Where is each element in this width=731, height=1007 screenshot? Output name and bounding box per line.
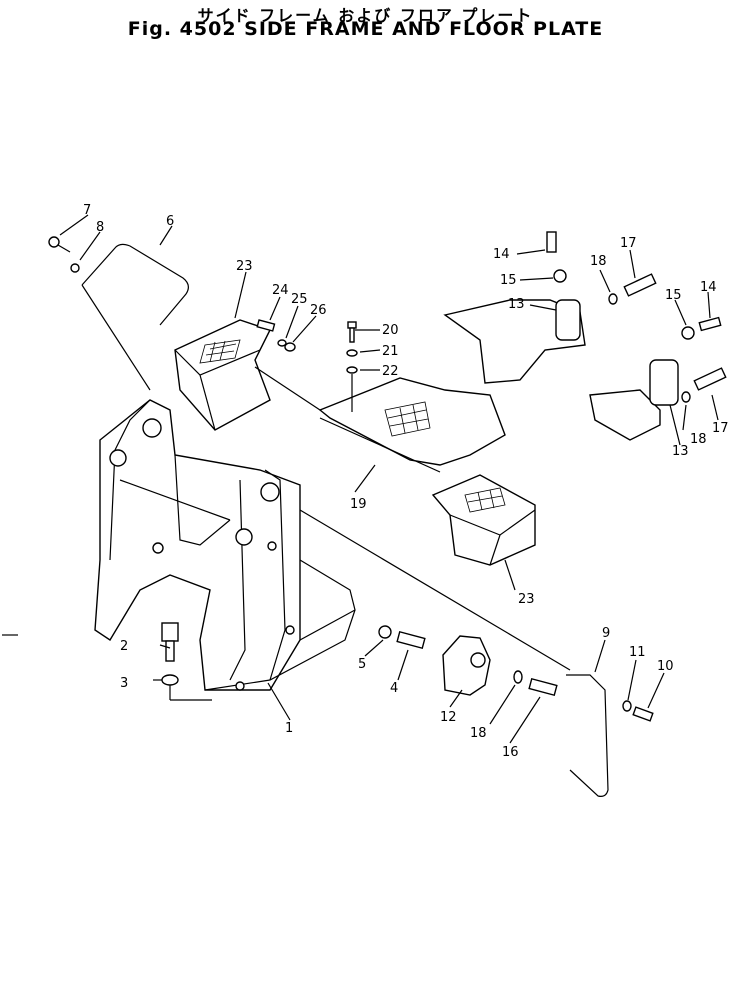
title-japanese: サイド フレーム および フロア プレート xyxy=(197,6,534,25)
part-bracket-13-lower xyxy=(589,359,679,441)
part-bolt-17-lower xyxy=(693,367,727,391)
label-18-middle: 18 xyxy=(470,726,487,741)
label-16: 16 xyxy=(502,745,519,760)
part-bolt-14-lower xyxy=(698,316,722,332)
label-26: 26 xyxy=(310,303,327,318)
label-20: 20 xyxy=(382,323,399,338)
label-25: 25 xyxy=(291,292,308,307)
label-23-lower: 23 xyxy=(518,592,535,607)
label-17-lower: 17 xyxy=(712,421,729,436)
part-bolt-10 xyxy=(632,706,654,722)
label-14-lower: 14 xyxy=(700,280,717,295)
part-bracket-13-upper xyxy=(443,299,586,384)
part-washer-18-lower xyxy=(681,391,691,403)
label-17-upper: 17 xyxy=(620,236,637,251)
label-13-upper: 13 xyxy=(508,297,525,312)
label-7: 7 xyxy=(83,203,91,218)
label-23-upper: 23 xyxy=(236,259,253,274)
label-3: 3 xyxy=(120,676,128,691)
label-6: 6 xyxy=(166,214,174,229)
part-washer-22 xyxy=(346,366,358,374)
label-15-upper: 15 xyxy=(500,273,517,288)
label-8: 8 xyxy=(96,220,104,235)
label-5: 5 xyxy=(358,657,366,672)
label-12: 12 xyxy=(440,710,457,725)
part-washer-21 xyxy=(346,349,358,357)
label-13-lower: 13 xyxy=(672,444,689,459)
label-21: 21 xyxy=(382,344,399,359)
label-leaders xyxy=(59,214,719,744)
part-bolt-2 xyxy=(161,622,179,662)
label-19: 19 xyxy=(350,497,367,512)
figure-title: Fig. 4502 SIDE FRAME AND FLOOR PLATE xyxy=(127,18,604,40)
label-4: 4 xyxy=(390,681,398,696)
label-11: 11 xyxy=(629,645,646,660)
part-nut-15-upper xyxy=(553,269,567,283)
label-18-upper: 18 xyxy=(590,254,607,269)
part-cover-23-lower xyxy=(431,474,536,566)
label-10: 10 xyxy=(657,659,674,674)
label-24: 24 xyxy=(272,283,289,298)
part-washer-11 xyxy=(622,700,632,712)
part-bracket-12 xyxy=(442,635,491,696)
part-cover-23-upper xyxy=(174,319,271,431)
part-washer-18-middle xyxy=(513,670,523,684)
part-nut-15-lower xyxy=(681,326,695,340)
part-washer-25 xyxy=(277,339,287,347)
part-bolt-16 xyxy=(528,677,558,697)
part-bolt-17-upper xyxy=(623,273,657,297)
part-side-frame-1 xyxy=(94,399,356,691)
part-bolt-7 xyxy=(48,236,71,253)
label-18-lower: 18 xyxy=(690,432,707,447)
label-1: 1 xyxy=(285,721,293,736)
label-9: 9 xyxy=(602,626,610,641)
label-2: 2 xyxy=(120,639,128,654)
part-bolt-24 xyxy=(256,319,276,332)
part-washer-3 xyxy=(161,674,179,686)
part-washer-5 xyxy=(378,625,392,639)
part-washer-18-upper xyxy=(608,293,618,305)
part-pipe-6 xyxy=(81,243,189,326)
label-14-upper: 14 xyxy=(493,247,510,262)
label-22: 22 xyxy=(382,364,399,379)
part-nut-8 xyxy=(70,263,80,273)
part-bolt-20 xyxy=(347,321,357,343)
part-washer-26 xyxy=(284,342,296,352)
part-bolt-4 xyxy=(396,630,426,650)
part-rod-9 xyxy=(566,674,609,797)
label-15-lower: 15 xyxy=(665,288,682,303)
part-bolt-14-upper xyxy=(546,231,557,253)
part-floor-plate-19 xyxy=(318,377,506,473)
